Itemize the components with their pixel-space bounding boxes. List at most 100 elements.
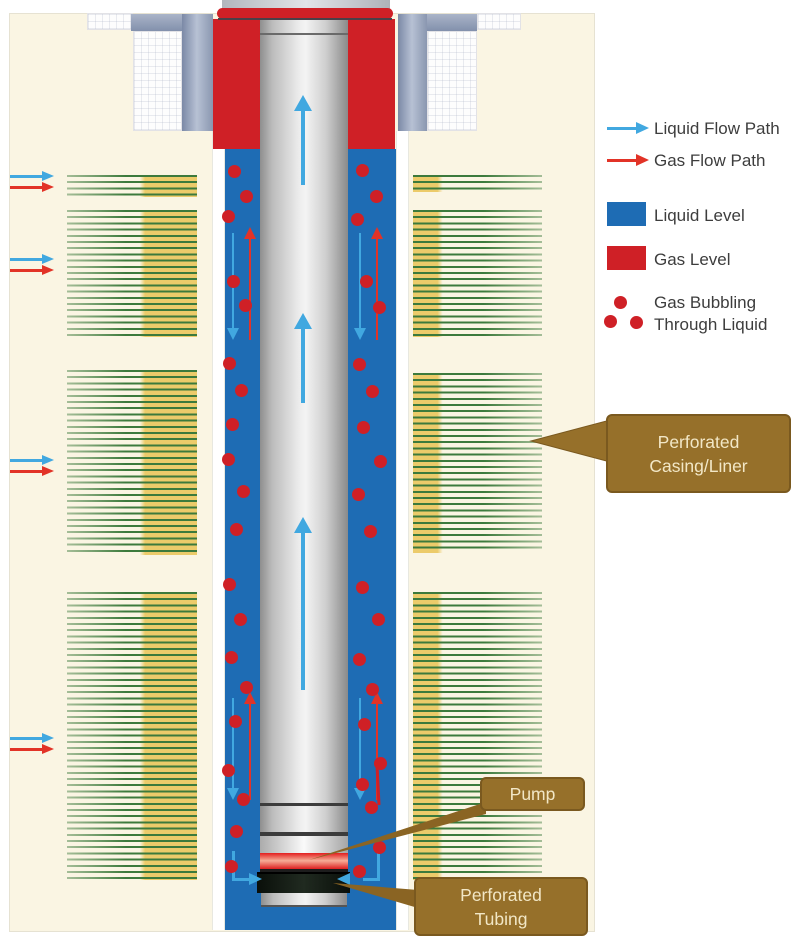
perforated-formation-right bbox=[413, 592, 542, 880]
annulus-liquid-down-arrow-icon-shaft bbox=[231, 698, 235, 791]
intake-arrow-right-icon bbox=[337, 873, 350, 885]
gas-bubble bbox=[239, 680, 253, 694]
tubing-joint-line bbox=[260, 33, 348, 35]
annulus-liquid-down-arrow-icon-head bbox=[353, 328, 366, 340]
intake-flow-line-right-h bbox=[363, 878, 380, 881]
gas-bubble bbox=[364, 800, 378, 814]
gas-bubble bbox=[357, 717, 371, 731]
gas-bubble bbox=[352, 652, 366, 666]
annulus-gas-up-arrow-icon-shaft bbox=[248, 236, 252, 340]
inflow-gas-arrow-icon-shaft bbox=[10, 747, 43, 751]
gas-bubble bbox=[228, 714, 242, 728]
gas-bubble bbox=[225, 417, 239, 431]
callout-perforated-tubing: Perforated Tubing bbox=[414, 877, 588, 936]
legend-label-liquid-flow: Liquid Flow Path bbox=[654, 119, 780, 138]
gas-bubble bbox=[234, 383, 248, 397]
casing-wall-right bbox=[396, 131, 409, 930]
gas-bubble bbox=[224, 650, 238, 664]
gas-bubble bbox=[229, 522, 243, 536]
tubing-flow-arrow-icon-head bbox=[294, 517, 312, 533]
annulus-gas-up-arrow-icon-head bbox=[370, 227, 383, 239]
inflow-liquid-arrow-icon-head bbox=[42, 732, 54, 743]
gas-bubble bbox=[371, 612, 385, 626]
pump-base-line bbox=[260, 869, 348, 872]
inflow-liquid-arrow-icon-head bbox=[42, 253, 54, 264]
gas-bubble bbox=[222, 356, 236, 370]
legend-bubble-icon bbox=[614, 296, 627, 309]
gas-bubble bbox=[229, 824, 243, 838]
legend-gas-level-swatch bbox=[607, 246, 646, 270]
gas-bubble bbox=[238, 298, 252, 312]
gas-bubble bbox=[352, 357, 366, 371]
tubing-collar-line bbox=[260, 803, 348, 806]
gas-bubble bbox=[369, 189, 383, 203]
gas-bubble bbox=[363, 524, 377, 538]
gas-bubble bbox=[221, 452, 235, 466]
callout-casing-line2: Casing/Liner bbox=[649, 455, 748, 476]
legend-label-gas-bubbling-2: Through Liquid bbox=[654, 315, 768, 334]
inflow-liquid-arrow-icon-head bbox=[42, 170, 54, 181]
legend-liquid-flow-arrow-icon bbox=[607, 122, 649, 135]
inflow-gas-arrow-icon-head bbox=[42, 264, 54, 275]
intake-flow-line-left-h bbox=[232, 878, 249, 881]
legend-bubble-icon bbox=[630, 316, 643, 329]
perforated-formation-left bbox=[67, 175, 197, 197]
casing-wall-left bbox=[212, 131, 225, 930]
legend-label-gas-level: Gas Level bbox=[654, 250, 731, 269]
inflow-gas-arrow-icon-shaft bbox=[10, 268, 43, 272]
gas-bubble bbox=[352, 864, 366, 878]
legend-label-liquid-level: Liquid Level bbox=[654, 206, 745, 225]
gas-bubble bbox=[227, 164, 241, 178]
annulus-liquid-down-arrow-icon-head bbox=[353, 788, 366, 800]
tubing-flow-arrow-icon-head bbox=[294, 95, 312, 111]
gas-bubble bbox=[222, 577, 236, 591]
tubing-collar-line-2 bbox=[260, 832, 348, 836]
tubing-flow-arrow-icon-head bbox=[294, 313, 312, 329]
tubing-flow-arrow-icon-shaft bbox=[301, 108, 305, 185]
annulus-gas-up-arrow-icon-head bbox=[243, 692, 256, 704]
wellhead-block-left bbox=[133, 31, 182, 131]
perforated-formation-left bbox=[67, 210, 197, 337]
inflow-liquid-arrow-icon-shaft bbox=[10, 458, 43, 462]
callout-tubing-line2: Tubing bbox=[474, 908, 528, 929]
gas-bubble bbox=[226, 274, 240, 288]
gas-bubble bbox=[372, 300, 386, 314]
gas-bubble bbox=[351, 487, 365, 501]
intake-flow-line-right bbox=[377, 851, 380, 881]
tubing-flow-arrow-icon-shaft bbox=[301, 326, 305, 403]
perforated-formation-right bbox=[413, 210, 542, 337]
gas-bubble bbox=[373, 756, 387, 770]
inflow-gas-arrow-icon-shaft bbox=[10, 185, 43, 189]
legend-liquid-level-swatch bbox=[607, 202, 646, 226]
perforated-formation-left bbox=[67, 592, 197, 880]
inflow-liquid-arrow-icon-shaft bbox=[10, 257, 43, 261]
gas-bubble bbox=[221, 209, 235, 223]
gas-bubble bbox=[365, 384, 379, 398]
perforated-formation-right bbox=[413, 373, 542, 553]
callout-tubing-line1: Perforated bbox=[460, 884, 542, 905]
inflow-liquid-arrow-icon-shaft bbox=[10, 174, 43, 178]
gas-bubble bbox=[356, 420, 370, 434]
annulus-liquid-down-arrow-icon-shaft bbox=[358, 698, 362, 791]
perforated-formation-right bbox=[413, 175, 542, 192]
wellhead-flange-left-outer bbox=[87, 13, 133, 30]
annulus-gas-up-arrow-icon-shaft bbox=[375, 701, 379, 800]
gas-bubble bbox=[355, 580, 369, 594]
gas-bubble bbox=[355, 163, 369, 177]
perforated-tubing-section bbox=[257, 872, 350, 893]
callout-casing-line1: Perforated bbox=[657, 431, 740, 452]
inflow-liquid-arrow-icon-shaft bbox=[10, 736, 43, 740]
gas-bubble bbox=[350, 212, 364, 226]
gas-bubble bbox=[372, 840, 386, 854]
annulus-liquid-down-arrow-icon-head bbox=[226, 788, 239, 800]
legend-gas-flow-arrow-icon bbox=[607, 154, 649, 167]
cap-seal-line bbox=[218, 18, 392, 20]
callout-pump-label: Pump bbox=[509, 784, 556, 804]
perforated-formation-left bbox=[67, 370, 197, 555]
pump-intake bbox=[260, 853, 348, 869]
wellhead-top-block bbox=[222, 0, 390, 9]
legend-label-gas-flow: Gas Flow Path bbox=[654, 151, 766, 170]
wellhead-block-right bbox=[427, 31, 477, 131]
legend-bubble-icon bbox=[604, 315, 617, 328]
